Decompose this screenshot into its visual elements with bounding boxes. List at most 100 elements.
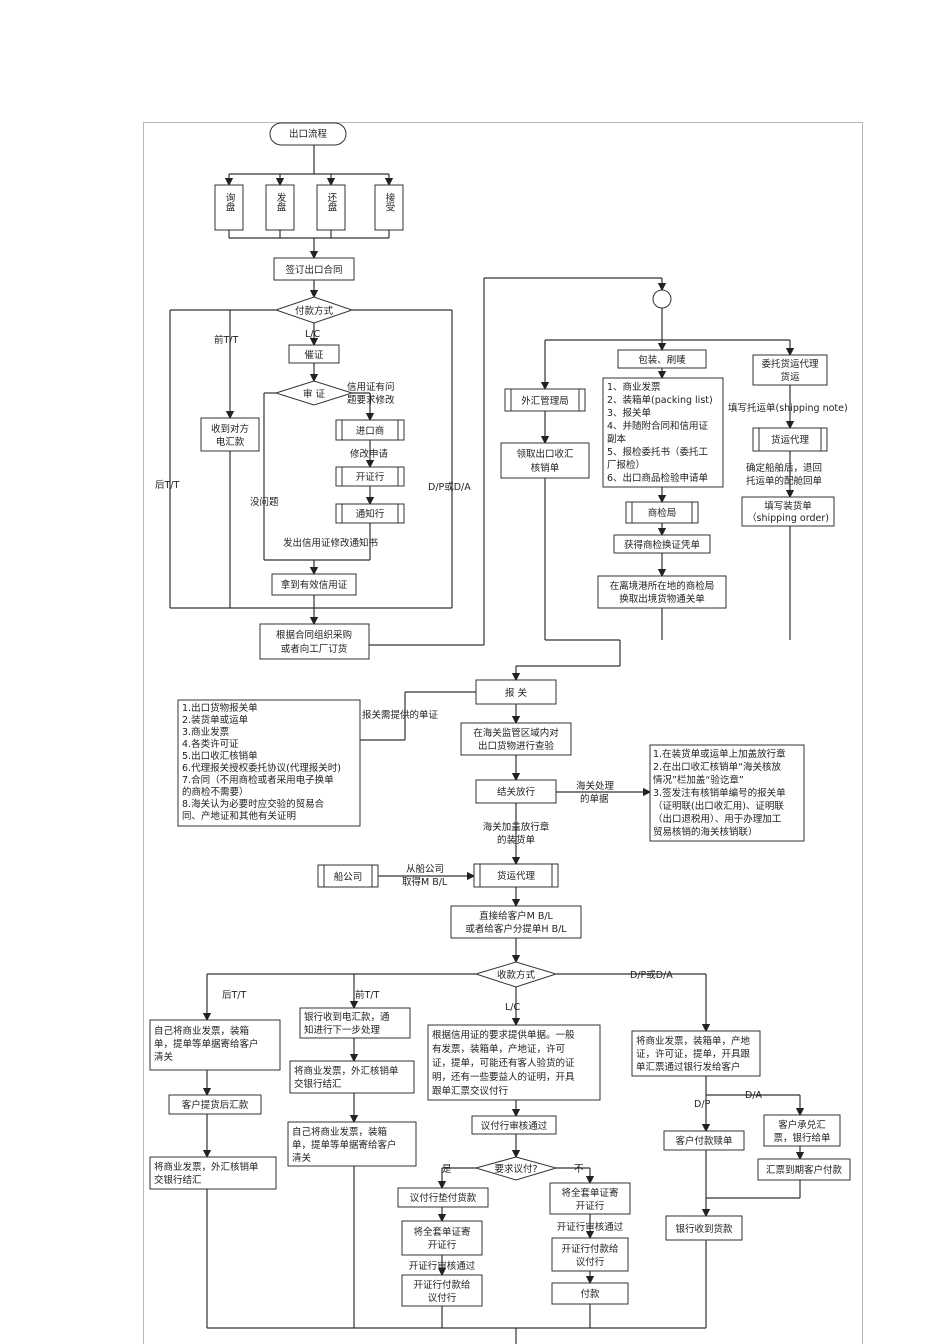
lc-documents-node: 根据信用证的要求提供单据。一般 有发票，装箱单，产地证，许可 证，提单，可能还有… [427, 1024, 601, 1101]
post-tt-settle-node: 将商业发票，外汇核销单 交银行结汇 [149, 1156, 277, 1190]
label-lc: L/C [305, 329, 320, 340]
counter-offer-label: 还盘 [326, 192, 338, 212]
contract-node: 签订出口合同 [273, 257, 355, 281]
svg-text:5、报检委托书（委托工: 5、报检委托书（委托工 [607, 446, 709, 458]
verification-form-node: 领取出口收汇 核销单 [500, 442, 590, 479]
svg-text:票，银行给单: 票，银行给单 [773, 1132, 831, 1144]
label-collect-pre-tt: 前T/T [355, 989, 380, 1001]
issuer-pass-2-label: 开证行审核通过 [557, 1221, 624, 1233]
svg-text:副本: 副本 [607, 433, 627, 445]
purchase-node: 根据合同组织采购 或者向工厂订货 [259, 623, 370, 660]
customs-handle-label-1: 海关处理 [576, 780, 615, 792]
svg-text:4、并随附合同和信用证: 4、并随附合同和信用证 [607, 420, 709, 432]
lc-issue-label-2: 题要求修改 [347, 394, 395, 406]
svg-text:船公司: 船公司 [334, 871, 363, 883]
acceptance-label: 接受 [384, 192, 396, 213]
draft-due-node: 汇票到期客户付款 [757, 1158, 851, 1181]
svg-text:付款: 付款 [580, 1288, 600, 1300]
svg-text:8.海关认为必要时应交验的贸易合: 8.海关认为必要时应交验的贸易合 [182, 798, 325, 810]
customer-pays-node: 客户提货后汇款 [168, 1094, 262, 1115]
svg-text:单，提单等单据寄给客户: 单，提单等单据寄给客户 [154, 1038, 259, 1050]
exit-clearance-node: 在离境港所在地的商检局 换取出境货物通关单 [597, 575, 727, 609]
diagram-frame [143, 122, 863, 1344]
importer-node: 进口商 [335, 419, 405, 441]
sealed-note-label-2: 的装货单 [497, 834, 536, 846]
svg-text:交银行结汇: 交银行结汇 [294, 1078, 342, 1090]
offer-step: 发盘 [265, 184, 295, 231]
svg-text:议付行垫付货款: 议付行垫付货款 [410, 1192, 477, 1204]
svg-text:货运代理: 货运代理 [497, 870, 536, 882]
svg-text:催证: 催证 [304, 349, 324, 361]
offer-label: 发盘 [275, 192, 287, 212]
document-list-node: 1、商业发票 2、装箱单(packing list) 3、报关单 4、并随附合同… [602, 377, 724, 488]
svg-text:开证行付款给: 开证行付款给 [561, 1243, 619, 1255]
post-tt-send-docs-node: 自己将商业发票，装箱 单，提单等单据寄给客户 清关 [149, 1019, 281, 1071]
receive-remittance-node: 收到对方 电汇款 [200, 417, 260, 452]
review-lc-decision: 审 证 [274, 380, 354, 406]
svg-text:换取出境货物通关单: 换取出境货物通关单 [619, 593, 705, 605]
svg-text:审 证: 审 证 [303, 388, 326, 400]
svg-text:3、报关单: 3、报关单 [607, 407, 652, 419]
svg-text:将商业发票，外汇核销单: 将商业发票，外汇核销单 [294, 1065, 399, 1077]
svg-text:商检局: 商检局 [648, 507, 677, 519]
svg-text:委托货运代理: 委托货运代理 [761, 358, 819, 370]
lc-issue-label-1: 信用证有问 [347, 381, 395, 393]
svg-text:议付行: 议付行 [576, 1256, 605, 1268]
need-negotiation-decision: 要求议付? [474, 1156, 558, 1181]
label-collect-post-tt: 后T/T [222, 990, 247, 1001]
svg-text:或者向工厂订货: 或者向工厂订货 [281, 643, 348, 655]
svg-text:出口流程: 出口流程 [289, 128, 328, 140]
svg-text:开证行: 开证行 [576, 1200, 605, 1212]
svg-text:直接给客户M B/L: 直接给客户M B/L [479, 910, 553, 922]
svg-text:根据信用证的要求提供单据。一般: 根据信用证的要求提供单据。一般 [432, 1029, 575, 1041]
svg-text:清关: 清关 [292, 1152, 312, 1164]
customs-docs-list: 1.出口货物报关单 2.装货单或运单 3.商业发票 4.各类许可证 5.出口收汇… [177, 699, 361, 827]
label-post-tt: 后T/T [155, 480, 180, 491]
urge-lc-node: 催证 [288, 344, 340, 364]
svg-text:将全套单证寄: 将全套单证寄 [561, 1187, 618, 1199]
svg-text:情况”栏加盖“验讫章”: 情况”栏加盖“验讫章” [653, 774, 744, 786]
svg-text:核销单: 核销单 [531, 462, 560, 474]
svg-text:货运: 货运 [780, 371, 800, 383]
svg-text:2.在出口收汇核销单“海关核放: 2.在出口收汇核销单“海关核放 [653, 761, 781, 773]
collection-method-decision: 收款方式 [474, 961, 558, 988]
svg-text:将商业发票，外汇核销单: 将商业发票，外汇核销单 [154, 1161, 259, 1173]
issuer-pays-negotiating-2-node: 开证行付款给 议付行 [551, 1237, 629, 1272]
inquiry-label: 询盘 [224, 192, 236, 212]
svg-text:将全套单证寄: 将全套单证寄 [413, 1226, 470, 1238]
pre-tt-send-docs-node: 自己将商业发票，装箱 单，提单等单据寄给客户 清关 [287, 1121, 417, 1167]
svg-text:3.商业发票: 3.商业发票 [182, 726, 230, 738]
entrust-forwarder-node: 委托货运代理 货运 [752, 354, 828, 386]
svg-text:交银行结汇: 交银行结汇 [154, 1174, 202, 1186]
svg-text:出口货物进行查验: 出口货物进行查验 [478, 740, 555, 752]
svg-text:知进行下一步处理: 知进行下一步处理 [304, 1024, 381, 1036]
svg-text:拿到有效信用证: 拿到有效信用证 [281, 579, 348, 591]
label-collect-dp-da: D/P或D/A [630, 969, 673, 981]
freight-agent-node: 货运代理 [752, 427, 828, 452]
customs-handle-label-2: 的单据 [580, 793, 609, 805]
customer-pays-redeem-node: 客户付款赎单 [663, 1130, 745, 1151]
svg-text:贸易核销的海关核销联）: 贸易核销的海关核销联） [653, 826, 758, 838]
label-no: 不 [574, 1164, 584, 1175]
svg-text:在海关监管区域内对: 在海关监管区域内对 [473, 727, 559, 739]
svg-text:开证行: 开证行 [356, 471, 385, 483]
valid-lc-node: 拿到有效信用证 [271, 573, 357, 596]
bank-receives-payment-node: 银行收到货款 [665, 1215, 743, 1241]
confirm-ship-label-2: 托运单的配舱回单 [746, 475, 823, 487]
svg-text:的商检不需要）: 的商检不需要） [182, 786, 249, 798]
connector-circle [652, 289, 672, 309]
svg-text:自己将商业发票，装箱: 自己将商业发票，装箱 [154, 1025, 249, 1037]
svg-text:6、出口商品检验申请单: 6、出口商品检验申请单 [607, 472, 709, 484]
svg-text:2.装货单或运单: 2.装货单或运单 [182, 714, 249, 726]
customs-declaration-node: 报 关 [475, 679, 557, 705]
release-docs-list: 1.在装货单或运单上加盖放行章 2.在出口收汇核销单“海关核放 情况”栏加盖“验… [649, 744, 805, 842]
advising-bank-node: 通知行 [335, 503, 405, 524]
svg-text:领取出口收汇: 领取出口收汇 [516, 448, 574, 460]
label-dp: D/P [694, 1099, 711, 1110]
amend-request-label: 修改申请 [350, 448, 389, 460]
bank-receives-tt-node: 银行收到电汇款，通 知进行下一步处理 [299, 1007, 411, 1039]
negotiating-review-node: 议付行审核通过 [471, 1115, 557, 1135]
fx-bureau-node: 外汇管理局 [504, 388, 586, 412]
svg-text:结关放行: 结关放行 [497, 786, 536, 798]
